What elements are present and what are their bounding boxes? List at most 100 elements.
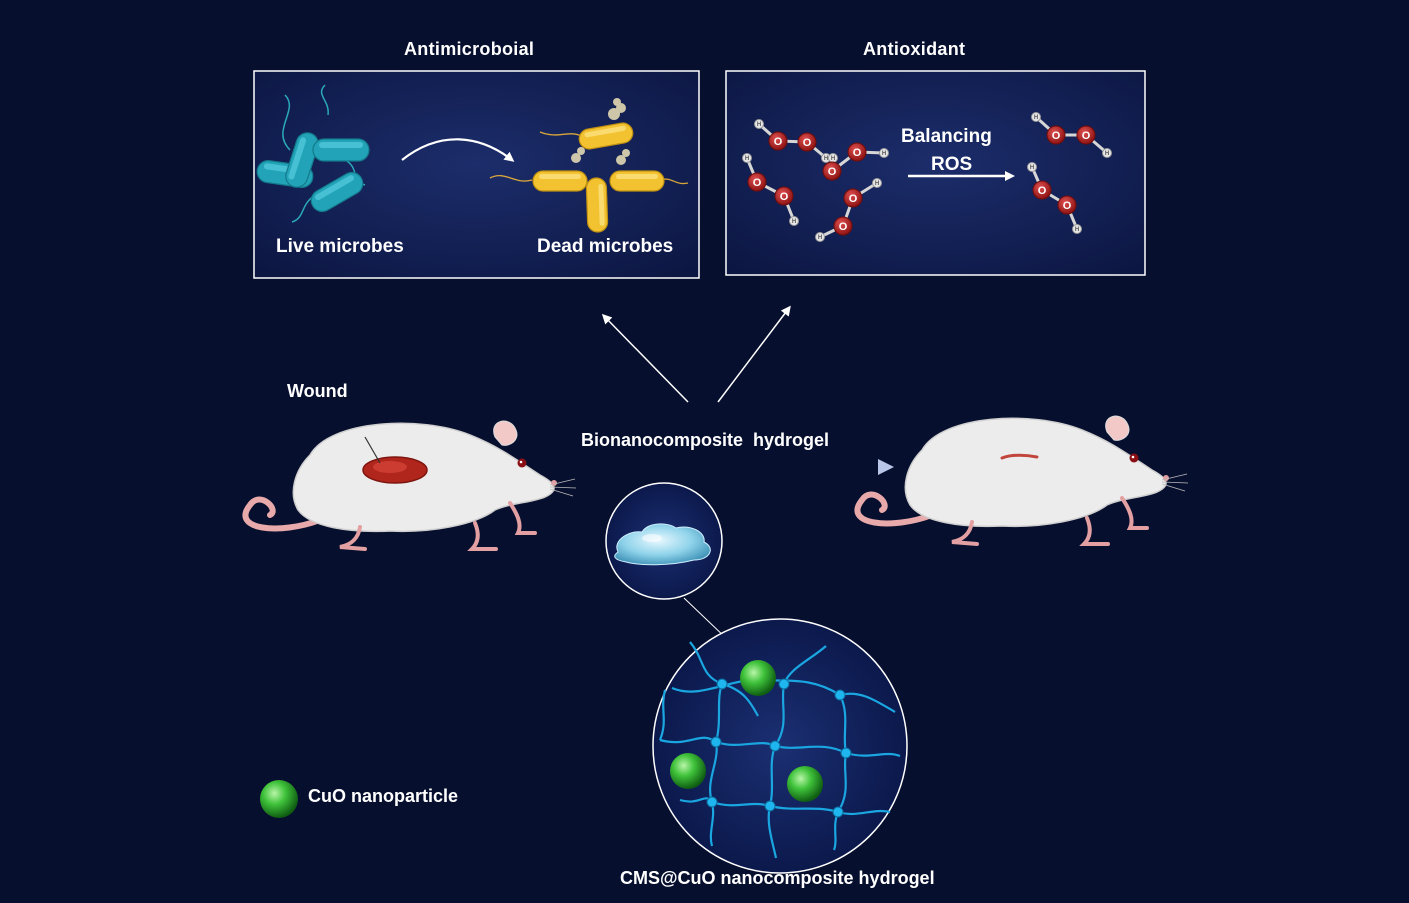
oxygen-symbol: O (1063, 200, 1072, 212)
wounded-rat (245, 421, 576, 549)
wound-pointer (364, 436, 381, 464)
balancing-label: Balancing (901, 126, 992, 147)
hydrogen-symbol: H (1075, 227, 1079, 233)
crosslink-node (834, 689, 846, 701)
dead-microbe (609, 170, 665, 192)
arrow-to-antimicrobial (601, 313, 689, 403)
hydrogen-symbol: H (757, 122, 761, 128)
cuo-nanoparticle (740, 660, 776, 696)
crosslink-node (764, 800, 776, 812)
legend-label: CuO nanoparticle (308, 786, 459, 806)
hydrogel-inset (605, 482, 723, 600)
hydrogen-peroxide-molecule: H O O H (1027, 162, 1082, 234)
live-microbe (312, 138, 370, 162)
treatment-label: Bionanocomposite hydrogel (581, 430, 830, 450)
hydrogen-peroxide-molecule: H O O H (754, 119, 831, 163)
cuo-nanoparticle (670, 753, 706, 789)
hydrogen-atom (815, 232, 825, 242)
oxygen-symbol: O (849, 193, 858, 205)
oxygen-atom (1032, 180, 1052, 200)
hydrogen-symbol: H (792, 219, 796, 225)
hydrogen-symbol: H (875, 181, 879, 187)
antimicrobial-arrow (401, 138, 515, 162)
oxygen-atom (747, 172, 767, 192)
healed-scar (1000, 453, 1039, 460)
hydrogen-atom (1027, 162, 1037, 172)
crosslink-node (710, 736, 722, 748)
network-label: CMS@CuO nanocomposite hydrogel (620, 868, 935, 888)
crosslink-node (706, 796, 718, 808)
live-microbes-illustration (255, 84, 370, 223)
healed-rat (857, 416, 1188, 544)
hydrogen-symbol: H (1034, 115, 1038, 121)
polymer-chain (767, 683, 786, 859)
oxygen-atom (843, 188, 863, 208)
hydrogen-symbol: H (818, 235, 822, 241)
hydrogen-symbol: H (831, 156, 835, 162)
legend-nanoparticle-icon (260, 780, 298, 818)
hydrogen-atom (1072, 224, 1082, 234)
oxygen-symbol: O (839, 221, 848, 233)
polymer-network (658, 641, 901, 859)
antioxidant-panel-frame (725, 70, 1146, 276)
hydrogen-atom (1102, 148, 1112, 158)
hydrogen-atom (742, 153, 752, 163)
oxygen-atom (822, 161, 842, 181)
live-microbes-label: Live microbes (276, 236, 404, 257)
oxygen-symbol: O (853, 147, 862, 159)
hydrogen-symbol: H (1030, 165, 1034, 171)
hydrogen-atom (1031, 112, 1041, 122)
oxygen-symbol: O (803, 137, 812, 149)
oxygen-atom (774, 186, 794, 206)
hydrogen-symbol: H (1105, 151, 1109, 157)
crosslink-node (832, 806, 844, 818)
antimicrobial-title: Antimicroboial (404, 39, 535, 59)
hydrogen-peroxide-molecule: H O O H (742, 153, 799, 226)
upward-arrows (601, 305, 791, 403)
crosslink-node (778, 678, 790, 690)
oxygen-symbol: O (774, 136, 783, 148)
antimicrobial-panel (253, 70, 700, 279)
oxygen-symbol: O (1082, 130, 1091, 142)
crosslink-node (769, 740, 781, 752)
hydrogen-peroxide-molecule: H O O H (815, 178, 882, 242)
dead-microbe (585, 177, 609, 233)
oxygen-symbol: O (780, 191, 789, 203)
ros-label: ROS (931, 154, 973, 175)
oxygen-atom (833, 216, 853, 236)
hydrogen-symbol: H (882, 151, 886, 157)
hydrogel-icon (614, 523, 711, 566)
oxygen-atom (1046, 125, 1066, 145)
crosslink-node (840, 747, 852, 759)
oxygen-atom (768, 131, 788, 151)
hydrogen-symbol: H (824, 156, 828, 162)
hydrogen-atom (754, 119, 764, 129)
hydrogen-atom (789, 216, 799, 226)
hydrogen-atom (879, 148, 889, 158)
oxygen-symbol: O (1052, 130, 1061, 142)
hydrogen-symbol: H (745, 156, 749, 162)
oxygen-atom (797, 132, 817, 152)
oxygen-atom (847, 142, 867, 162)
crosslink-node (716, 678, 728, 690)
oxygen-atom (1076, 125, 1096, 145)
oxygen-atom (1057, 195, 1077, 215)
arrow-to-antioxidant (717, 305, 791, 403)
oxygen-symbol: O (828, 166, 837, 178)
dead-microbes-illustration (489, 98, 689, 233)
cuo-nanoparticle (787, 766, 823, 802)
network-inset (652, 618, 908, 874)
dead-microbes-label: Dead microbes (537, 236, 674, 257)
hydrogen-peroxide-molecule: H O O H (1031, 112, 1112, 158)
oxygen-symbol: O (753, 177, 762, 189)
antioxidant-title: Antioxidant (863, 39, 966, 59)
hydrogen-atom (872, 178, 882, 188)
oxygen-symbol: O (1038, 185, 1047, 197)
dead-microbe (532, 170, 588, 192)
polymer-chain (658, 689, 667, 741)
wound-label: Wound (287, 381, 348, 401)
